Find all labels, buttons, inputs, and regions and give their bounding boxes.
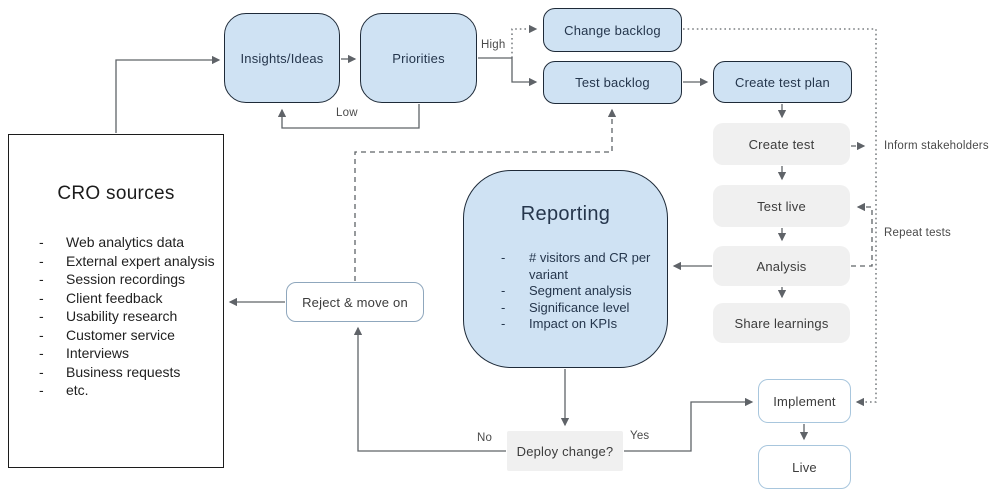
list-item: - Segment analysis [501,283,653,300]
list-item: - Usability research [39,307,217,326]
edge-deploy-no-to-reject [353,326,506,452]
list-item: - Customer service [39,326,217,345]
cro-sources-title: CRO sources [57,183,175,204]
edge-reject-to-test-backlog-dashed [354,108,617,281]
node-label: Change backlog [564,22,661,38]
node-label: Reject & move on [302,294,408,310]
cro-sources-list: - Web analytics data - External expert ana… [9,233,223,400]
edge-label-low: Low [336,107,358,119]
list-item-text: External expert analysis [66,252,215,269]
list-item: - Significance level [501,300,653,317]
list-item: - Impact on KPIs [501,316,653,333]
reporting-title: Reporting [520,203,611,225]
edge-label-inform-stakeholders: Inform stakeholders [884,140,989,152]
reporting-list: - # visitors and CR per variant - Segment … [464,250,667,333]
reporting-panel: Reporting - # visitors and CR per variant… [463,170,668,368]
node-label: Implement [773,393,836,409]
list-item-text: Client feedback [66,289,163,306]
list-item-text: Customer service [66,326,175,343]
list-item: - etc. [39,381,217,400]
edge-priorities-high-to-test-backlog [478,57,538,87]
edge-label-yes: Yes [630,430,650,442]
edge-label-repeat-tests: Repeat tests [884,227,951,239]
edge-deploy-yes-to-implement [624,397,754,452]
node-label: Test live [757,198,806,214]
dash-bullet: - [39,382,44,398]
list-item: - Interviews [39,344,217,363]
list-item-text: Significance level [529,299,630,315]
list-item-text: Usability research [66,308,178,324]
edge-label-high: High [481,39,506,51]
node-label: Priorities [392,50,445,66]
list-item: - Business requests [39,363,217,382]
node-label: Deploy change? [516,443,614,459]
list-item-text: Segment analysis [529,283,632,298]
list-item-text: Impact on KPIs [529,316,618,331]
node-insights-ideas: Insights/Ideas [224,13,340,103]
dash-bullet: - [39,345,44,361]
dash-bullet: - [39,308,44,324]
dash-bullet: - [39,326,44,343]
list-item: - External expert analysis [39,252,217,271]
node-label: Test backlog [575,75,650,90]
edge-priorities-low-to-insights [277,104,420,129]
dash-bullet: - [39,271,44,287]
node-analysis: Analysis [713,246,850,286]
node-label: Live [792,459,817,475]
list-item: - Session recordings [39,270,217,289]
node-change-backlog: Change backlog [543,8,682,52]
list-item-text: Session recordings [66,271,186,287]
list-item-text: Business requests [66,363,181,380]
dash-bullet: - [501,299,506,315]
edge-high-to-change-backlog-dotted [511,24,538,58]
node-label: Create test plan [735,74,830,90]
list-item: - Web analytics data [39,233,217,252]
edge-label-no: No [477,432,493,444]
dash-bullet: - [39,234,44,250]
edge-cro-sources-to-insights [115,55,221,133]
dash-bullet: - [501,250,506,265]
node-reject-and-move-on: Reject & move on [286,282,424,322]
node-test-live: Test live [713,185,850,227]
list-item-text: Web analytics data [66,234,185,250]
node-share-learnings: Share learnings [713,303,850,343]
edge-analysis-to-test-live-repeat-dashed [851,202,873,267]
dash-bullet: - [501,316,506,331]
list-item: - # visitors and CR per variant [501,250,653,283]
node-create-test-plan: Create test plan [713,61,852,103]
node-label: Insights/Ideas [240,50,324,66]
list-item-text: # visitors and CR per variant [529,250,651,282]
dash-bullet: - [39,363,44,380]
node-priorities: Priorities [360,13,477,103]
cro-sources-panel: CRO sources - Web analytics data - Externa… [8,134,224,468]
dash-bullet: - [39,289,44,306]
node-label: Create test [748,136,815,152]
dash-bullet: - [501,283,506,298]
node-deploy-change: Deploy change? [507,431,623,471]
node-test-backlog: Test backlog [543,61,682,104]
node-implement: Implement [758,379,851,423]
node-label: Analysis [756,258,807,274]
dash-bullet: - [39,252,44,269]
node-label: Share learnings [734,315,829,331]
edge-change-backlog-to-implement-dotted [683,28,877,407]
node-live: Live [758,445,851,489]
list-item-text: Interviews [66,345,130,361]
list-item-text: etc. [66,382,89,398]
node-create-test: Create test [713,123,850,165]
list-item: - Client feedback [39,289,217,308]
